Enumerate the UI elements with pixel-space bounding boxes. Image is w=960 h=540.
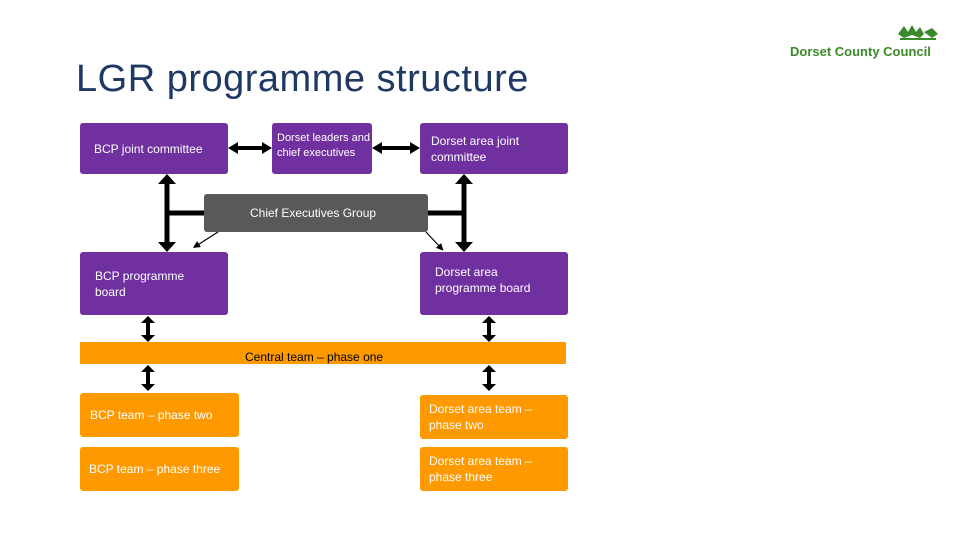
dorset-team-phase-three-box: Dorset area team – phase three — [420, 447, 568, 491]
dorset-area-joint-committee-label: Dorset area joint committee — [431, 133, 520, 164]
dorset-team-phase-two-box: Dorset area team – phase two — [420, 395, 568, 439]
arrow-dorset-board-central — [482, 316, 496, 342]
bcp-joint-committee-box: BCP joint committee — [80, 123, 228, 174]
page-title: LGR programme structure — [76, 58, 529, 100]
dorset-area-programme-board-box: Dorset area programme board — [420, 252, 568, 315]
bcp-team-phase-two-box: BCP team – phase two — [80, 393, 239, 437]
arrow-central-dorset-team — [482, 365, 496, 391]
dorset-team-phase-two-label: Dorset area team – phase two — [429, 402, 532, 432]
dorset-leaders-box: Dorset leaders and chief executives — [272, 123, 372, 174]
bcp-programme-board-label: BCP programme board — [95, 268, 185, 299]
dorset-team-phase-three-label: Dorset area team – phase three — [429, 454, 532, 484]
arrow-leaders-dorset — [372, 142, 420, 154]
dorset-area-joint-committee-box: Dorset area joint committee — [420, 123, 568, 174]
council-logo: Dorset County Council — [790, 22, 940, 66]
arrow-ceg-bcp-board — [192, 231, 219, 248]
dorset-council-crest-icon — [898, 25, 938, 40]
chief-executives-group-box: Chief Executives Group — [204, 194, 428, 232]
bcp-team-phase-two-label: BCP team – phase two — [90, 408, 213, 422]
bracket-right — [428, 174, 473, 252]
bcp-team-phase-three-label: BCP team – phase three — [89, 462, 221, 476]
bcp-joint-committee-label: BCP joint committee — [94, 141, 203, 156]
logo-text: Dorset County Council — [790, 44, 931, 59]
bcp-programme-board-box: BCP programme board — [80, 252, 228, 315]
bcp-team-phase-three-box: BCP team – phase three — [80, 447, 239, 491]
dorset-area-programme-board-label: Dorset area programme board — [435, 265, 531, 295]
arrow-bcp-board-central — [141, 316, 155, 342]
arrow-ceg-dorset-board — [425, 231, 444, 251]
central-team-label: Central team – phase one — [245, 350, 384, 364]
bracket-left — [158, 174, 204, 252]
dorset-leaders-label: Dorset leaders and chief executives — [277, 132, 370, 159]
arrow-central-bcp-team — [141, 365, 155, 391]
arrow-bcp-leaders — [228, 142, 272, 154]
chief-executives-group-label: Chief Executives Group — [250, 206, 377, 220]
central-team-box: Central team – phase one — [80, 342, 566, 364]
